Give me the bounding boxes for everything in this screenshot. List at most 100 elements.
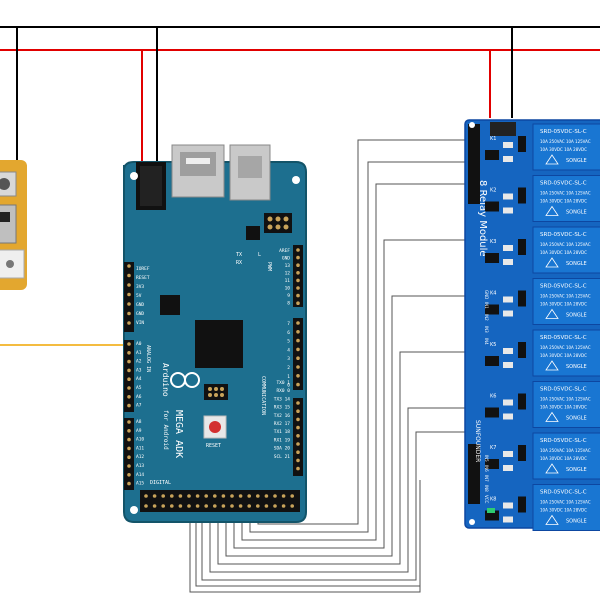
- header-pin: [127, 321, 131, 325]
- brand-label: Arduino: [161, 363, 170, 397]
- header-pin: [144, 494, 148, 498]
- header-pin: [221, 504, 226, 508]
- header-pin: [296, 330, 300, 334]
- header-pin: [127, 292, 131, 297]
- icsp-header-bottom: [204, 384, 228, 400]
- arduino-board: MEGA ADK for Android Arduino RESET ANALO…: [123, 144, 307, 523]
- pin-label: A9: [136, 428, 142, 434]
- relay-signal-wire: [225, 295, 470, 557]
- relay-rating: 10A 30VDC 10A 28VDC: [540, 147, 587, 152]
- header-pin: [204, 494, 208, 498]
- relay-brand-label: SONGLE: [566, 210, 587, 216]
- pin-label: TX3 14: [274, 396, 291, 402]
- relay-body: [532, 381, 600, 428]
- relay-rating: 10A 250VAC 10A 125VAC: [540, 191, 591, 196]
- header-pin: [161, 494, 165, 498]
- relay-signal-wire: [189, 480, 421, 593]
- pin-label: 4: [287, 347, 290, 353]
- relay-body: [532, 329, 600, 377]
- header-pin: [255, 504, 260, 508]
- header-pin: [281, 504, 286, 508]
- header-pin: [127, 351, 131, 355]
- header-pin: [290, 504, 295, 508]
- header-pin: [152, 504, 157, 508]
- header-pin: [255, 494, 260, 498]
- pin-label: TX2 16: [274, 413, 291, 419]
- icsp-header-top: [264, 213, 292, 233]
- header-pin: [127, 377, 131, 382]
- header-pin: [187, 504, 191, 508]
- pin-label: A15: [136, 481, 144, 487]
- header-pin: [273, 494, 277, 498]
- header-pin: [296, 248, 300, 252]
- relay-signal-wire: [249, 161, 470, 533]
- header-pin: [273, 504, 277, 508]
- warning-icon: [545, 205, 559, 216]
- relay-signal-wire: [233, 239, 470, 549]
- header-pin: [127, 455, 131, 460]
- relay-rating: 10A 30VDC 10A 28VDC: [540, 250, 587, 255]
- relay-body: [532, 484, 600, 531]
- pin-label: 7: [287, 321, 290, 327]
- pin-label: A11: [136, 445, 144, 451]
- relay-body: [532, 278, 600, 325]
- header-pin: [161, 504, 165, 508]
- header-pin: [296, 442, 300, 446]
- pin-label: A8: [136, 419, 142, 425]
- header-pin: [170, 494, 174, 498]
- relay-model: SRD-05VDC-SL-C: [540, 335, 587, 341]
- relay-model: SRD-05VDC-SL-C: [540, 284, 587, 290]
- relay-rating: 10A 250VAC 10A 125VAC: [540, 294, 591, 299]
- header-pin: [296, 338, 300, 343]
- l-led-label: L: [258, 252, 261, 258]
- header-pin: [296, 321, 300, 325]
- header-pin: [127, 437, 131, 442]
- relay-brand-label: SONGLE: [566, 467, 587, 473]
- header-pin: [170, 504, 174, 508]
- relay-rating: 10A 30VDC 10A 28VDC: [540, 199, 587, 204]
- communication-label: COMMUNICATION: [260, 376, 266, 415]
- header-pin: [296, 401, 300, 405]
- left-pin-labels: IOREFRESET3V35VGNDGNDVINA0A1A2A3A4A5A6A7…: [136, 266, 150, 487]
- pin-label: 0: [287, 383, 290, 389]
- digital-header-mid: [293, 318, 303, 390]
- relay-rating: 10A 30VDC 10A 28VDC: [540, 508, 587, 513]
- relay-id: K4: [490, 291, 496, 297]
- header-pin: [127, 403, 131, 408]
- pin-label: A7: [136, 403, 142, 409]
- pin-label: RX0 0: [276, 388, 290, 394]
- header-pin: [127, 420, 131, 424]
- pin-label: A0: [136, 341, 142, 347]
- relay-id: K7: [490, 445, 496, 451]
- pin-label: 5V: [136, 293, 142, 299]
- pin-label: 9: [287, 293, 290, 299]
- relay-rating: 10A 30VDC 10A 28VDC: [540, 302, 587, 307]
- relay-brand-label: SONGLE: [566, 313, 587, 319]
- header-pin: [296, 434, 300, 438]
- relay-id: K1: [490, 136, 496, 142]
- pin-label: GND: [282, 256, 290, 262]
- header-pin: [127, 311, 131, 316]
- header-pin: [127, 342, 131, 346]
- pin-label: A13: [136, 463, 144, 469]
- analog-in-label: ANALOG IN: [145, 345, 151, 372]
- relay-model: SRD-05VDC-SL-C: [540, 181, 587, 187]
- relay-brand-label: SONGLE: [566, 416, 587, 422]
- header-pin: [127, 386, 131, 390]
- power-led: [487, 508, 495, 513]
- pin-label: A5: [136, 385, 142, 391]
- header-pin: [127, 264, 131, 268]
- relay-pin-label: IN5: [484, 455, 489, 462]
- header-pin: [296, 409, 300, 414]
- warning-icon: [545, 411, 559, 422]
- header-pin: [195, 494, 200, 498]
- relay-brand: SUNFOUNDER: [474, 420, 481, 462]
- header-pin: [296, 278, 300, 283]
- relay-signal-wire: [241, 183, 470, 541]
- header-pin: [247, 494, 251, 498]
- pwm-label: PWM: [266, 262, 272, 271]
- pin-label: GND: [136, 302, 144, 308]
- relay-input-header-2: [468, 444, 480, 504]
- relay-id: K6: [490, 394, 496, 400]
